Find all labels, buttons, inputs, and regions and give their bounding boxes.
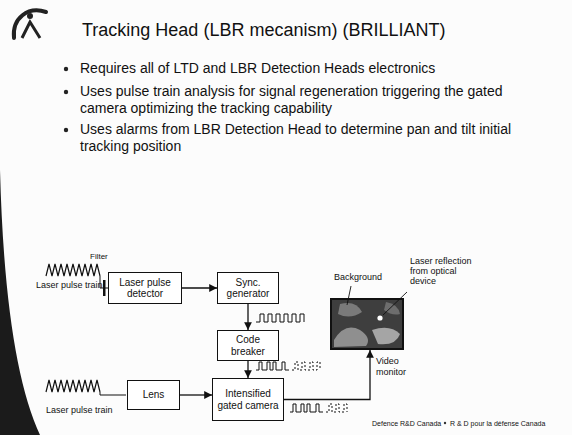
label-holder: Laser reflection from optical device (410, 256, 472, 286)
pulse-train-waveform (46, 380, 100, 392)
coded-pulse-wave (292, 362, 320, 370)
text-holder: Video monitor (376, 356, 422, 377)
annotation-label: Laser pulse train (36, 280, 103, 291)
label-holder: Background (334, 272, 382, 283)
box-text: Intensified gated camera (217, 388, 279, 411)
label-holder: Uses alarms from LBR Detection Head to d… (80, 121, 550, 155)
logo-mark (22, 22, 40, 38)
annotation-label: Filter (90, 252, 108, 262)
annotation-label: Laser pulse train (46, 405, 113, 416)
corner-swoosh (0, 170, 40, 435)
text-holder: Code breaker (222, 334, 274, 357)
bullet-text: Requires all of LTD and LBR Detection He… (80, 60, 550, 77)
logo-mark (14, 10, 46, 38)
signal-connector (284, 350, 370, 400)
signal-connector (247, 304, 248, 330)
footer-dot (444, 422, 446, 424)
sync-square-wave (256, 314, 304, 322)
leader-line (347, 286, 351, 305)
logo-dot (27, 13, 33, 19)
bullet-dot (64, 128, 68, 132)
video-monitor: Video monitor (330, 298, 404, 350)
process-box: Code breaker (217, 330, 279, 361)
camera-output-wave (326, 404, 347, 412)
label-holder: Laser pulse train (36, 280, 103, 291)
process-box: Intensified gated camera (212, 378, 284, 421)
monitor-image (338, 303, 362, 317)
label-holder: Laser pulse train (46, 405, 113, 416)
annotation-label: R & D pour la défense Canada (450, 419, 545, 428)
text-holder: Laser pulse detector (113, 277, 177, 300)
box-text: Code breaker (222, 334, 274, 357)
monitor-caption: Video monitor (376, 356, 406, 377)
bullet-dot (64, 90, 68, 94)
box-text: Laser pulse detector (113, 277, 177, 300)
label-holder: Uses pulse train analysis for signal reg… (80, 83, 550, 117)
annotation-label: Laser reflection from optical device (410, 256, 472, 286)
label-holder: Filter (90, 252, 108, 262)
camera-output-wave (290, 404, 323, 412)
process-box: Sync. generator (217, 272, 279, 304)
box-text: Lens (143, 389, 165, 401)
monitor-image (372, 328, 400, 345)
laser-reflection-spot (377, 315, 382, 320)
signal-connector (180, 394, 212, 395)
label-holder: Requires all of LTD and LBR Detection He… (80, 60, 550, 77)
signal-connector (182, 287, 217, 288)
input-wire (100, 392, 126, 395)
process-box: Laser pulse detector (108, 272, 182, 304)
monitor-image (384, 302, 400, 315)
text-holder: Sync. generator (222, 277, 274, 300)
text-holder: Lens (143, 389, 165, 401)
signal-connector (247, 361, 248, 378)
bullet-dot (64, 67, 68, 71)
label-holder: Defence R&D Canada (372, 419, 441, 428)
slide-title: Tracking Head (LBR mecanism) (BRILLIANT) (82, 20, 445, 40)
annotation-label: Defence R&D Canada (372, 419, 441, 428)
pulse-train-waveform (46, 264, 100, 276)
bullet-text: Uses alarms from LBR Detection Head to d… (80, 121, 550, 155)
coded-pulse-wave (256, 362, 289, 370)
box-text: Sync. generator (222, 277, 274, 300)
monitor-image (334, 328, 368, 347)
label-holder: R & D pour la défense Canada (450, 419, 545, 428)
process-box: Lens (127, 380, 180, 410)
title-holder: Tracking Head (LBR mecanism) (BRILLIANT) (82, 20, 445, 41)
annotation-label: Background (334, 272, 382, 283)
text-holder: Intensified gated camera (217, 388, 279, 411)
bullet-text: Uses pulse train analysis for signal reg… (80, 83, 550, 117)
filter-symbol (103, 280, 106, 296)
